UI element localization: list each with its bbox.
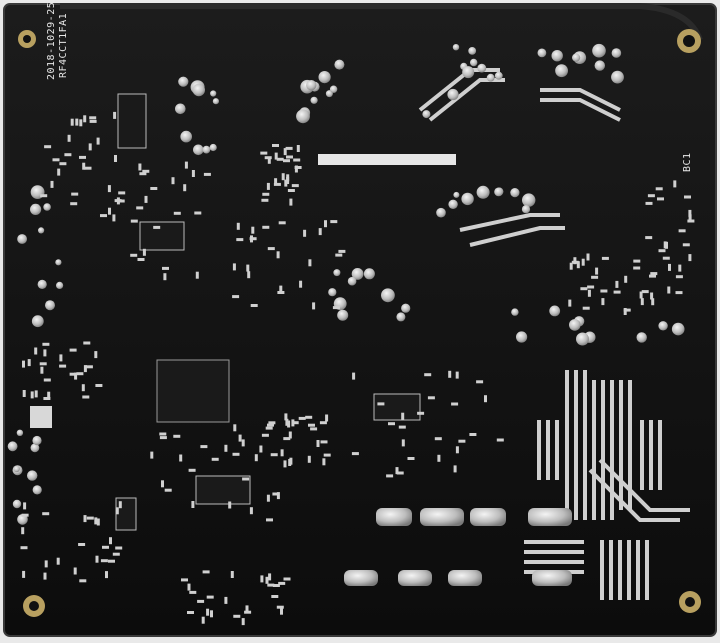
smd-solder-blobs <box>344 508 572 586</box>
silkscreen-bar <box>318 154 456 165</box>
smd-component-pads <box>20 111 695 626</box>
mounting-hole-top-left <box>18 30 36 48</box>
mounting-hole-bottom-right <box>679 591 701 613</box>
diagonal-traces <box>418 68 690 522</box>
silkscreen-ref-bc1: BC1 <box>682 152 693 172</box>
silkscreen-part-code: RF4CCT1FA1 <box>58 13 69 78</box>
ic-chips <box>30 93 421 531</box>
through-hole-pads <box>7 43 685 525</box>
mounting-hole-bottom-left <box>23 595 45 617</box>
mounting-hole-top-right <box>677 29 701 53</box>
silkscreen-date-code: 2018-1029-25 <box>46 2 57 80</box>
